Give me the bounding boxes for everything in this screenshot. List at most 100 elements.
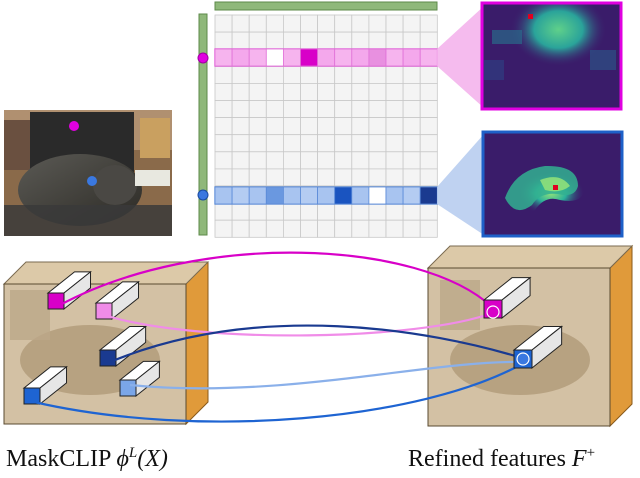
grid-cell	[317, 31, 336, 50]
caption-maskclip-symbol: ϕ	[116, 446, 129, 472]
projection-blue	[437, 134, 484, 235]
grid-cell	[402, 100, 421, 119]
caption-refined-text: Refined features	[408, 446, 572, 472]
grid-cell	[282, 219, 301, 238]
grid-cell	[231, 117, 250, 136]
grid-cell	[368, 117, 387, 136]
grid-left-bar	[198, 13, 208, 236]
grid-cell	[214, 65, 233, 84]
grid-cell	[334, 83, 353, 101]
grid-cell	[317, 151, 336, 170]
grid-cell	[231, 83, 250, 101]
grid-cell	[351, 117, 370, 136]
query-point-magenta	[69, 121, 79, 131]
curve-blue-light	[129, 360, 523, 390]
grid-cell	[368, 219, 387, 238]
grid-cell	[317, 219, 336, 238]
grid-cell	[265, 168, 284, 187]
grid-cell	[385, 65, 404, 84]
grid-cell	[402, 219, 421, 238]
grid-cell	[231, 14, 250, 33]
row-cell-magenta	[419, 48, 438, 67]
grid-cell	[214, 117, 233, 136]
grid-cell	[334, 202, 353, 221]
grid-cell	[248, 202, 267, 221]
row-cell-magenta	[300, 48, 319, 67]
grid-cell	[368, 134, 387, 153]
row-cell-blue	[334, 186, 353, 205]
grid-cell	[385, 168, 404, 187]
grid-cell	[334, 117, 353, 136]
grid-cell	[385, 14, 404, 33]
grid-cell	[334, 219, 353, 238]
row-cell-blue	[317, 186, 336, 205]
attention-heatmap-magenta	[480, 1, 623, 111]
grid-cell	[282, 117, 301, 136]
attention-heatmap-blue	[481, 130, 624, 238]
refined-feature-volume	[426, 244, 634, 428]
grid-cell	[300, 100, 319, 119]
grid-cell	[300, 65, 319, 84]
grid-cell	[419, 219, 438, 238]
grid-cell	[351, 168, 370, 187]
grid-cell	[248, 14, 267, 33]
grid-cell	[300, 117, 319, 136]
grid-cell	[351, 219, 370, 238]
grid-cell	[300, 134, 319, 153]
row-cell-magenta	[265, 48, 284, 67]
grid-top-bar	[214, 1, 438, 11]
grid-cell	[265, 100, 284, 119]
grid-cell	[282, 14, 301, 33]
grid-cell	[282, 202, 301, 221]
grid-cell	[402, 65, 421, 84]
grid-cell	[231, 134, 250, 153]
grid-cell	[419, 31, 438, 50]
row-cell-blue	[419, 186, 438, 205]
token-magenta-light	[94, 280, 140, 321]
grid-cell	[419, 134, 438, 153]
row-cell-magenta	[248, 48, 267, 67]
row-cell-magenta	[231, 48, 250, 67]
curve-blue	[33, 363, 523, 423]
grid-cell	[351, 134, 370, 153]
grid-cell	[317, 117, 336, 136]
grid-cell	[351, 151, 370, 170]
grid-cell	[282, 151, 301, 170]
grid-cell	[334, 134, 353, 153]
row-cell-blue	[282, 186, 301, 205]
grid-cell	[214, 151, 233, 170]
grid-cell	[385, 219, 404, 238]
grid-cell	[248, 219, 267, 238]
caption-maskclip-text: MaskCLIP	[6, 446, 117, 472]
row-cell-blue	[231, 186, 250, 205]
row-marker-magenta	[197, 52, 209, 64]
grid-cell	[368, 100, 387, 119]
grid-cell	[214, 168, 233, 187]
grid-cell	[419, 117, 438, 136]
grid-cell	[300, 151, 319, 170]
grid-cell	[419, 100, 438, 119]
row-cell-magenta	[282, 48, 301, 67]
grid-cell	[248, 151, 267, 170]
grid-cell	[385, 31, 404, 50]
grid-cell	[317, 100, 336, 119]
grid-cell	[231, 65, 250, 84]
grid-cell	[214, 31, 233, 50]
grid-cell	[385, 117, 404, 136]
grid-cell	[402, 117, 421, 136]
refined-tokens	[482, 276, 564, 370]
grid-cell	[231, 168, 250, 187]
grid-cell	[214, 83, 233, 101]
grid-cell	[300, 83, 319, 101]
row-cell-magenta	[214, 48, 233, 67]
grid-cell	[419, 168, 438, 187]
grid-cell	[351, 14, 370, 33]
grid-cell	[231, 31, 250, 50]
grid-cell	[300, 202, 319, 221]
row-cell-blue	[248, 186, 267, 205]
grid-cell	[300, 168, 319, 187]
grid-cell	[214, 14, 233, 33]
query-point-blue	[87, 176, 97, 186]
grid-cell	[368, 31, 387, 50]
